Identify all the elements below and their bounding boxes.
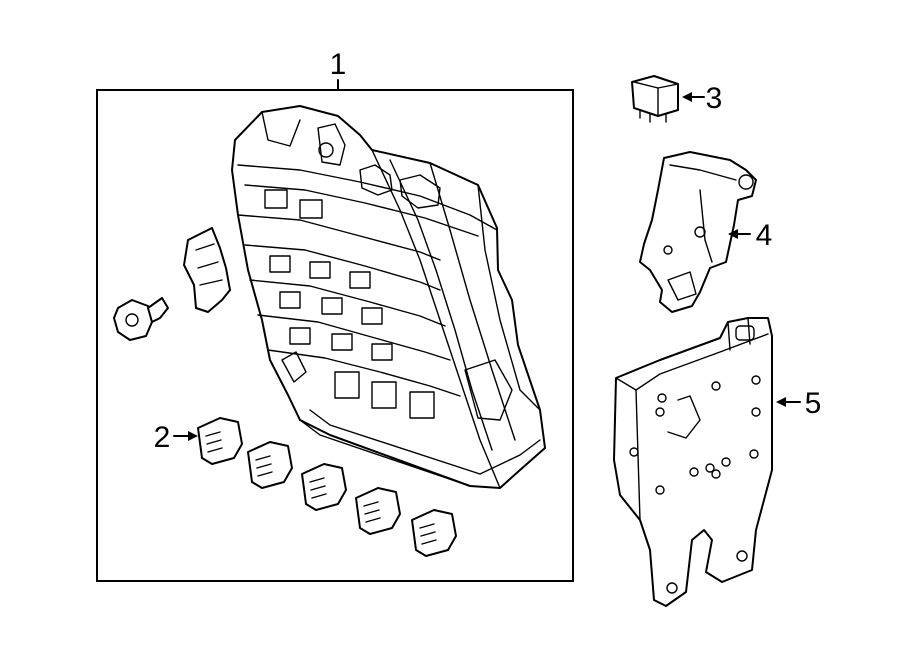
callout-5[interactable]: 5: [776, 387, 821, 420]
connector-2: [247, 441, 293, 489]
connector-3: [301, 463, 347, 511]
side-clip-icon[interactable]: [183, 227, 231, 313]
callout-2-label: 2: [154, 421, 171, 454]
callout-3[interactable]: 3: [682, 82, 722, 115]
connector-4: [355, 487, 401, 535]
callout-1-label: 1: [330, 48, 347, 81]
callout-4-label: 4: [756, 219, 773, 252]
callout-2[interactable]: 2: [154, 421, 198, 454]
callout-5-arrowhead: [776, 397, 786, 407]
callout-3-label: 3: [706, 82, 723, 115]
callout-4-arrowhead: [728, 229, 738, 239]
callout-3-arrowhead: [682, 92, 692, 102]
callout-1[interactable]: 1: [330, 48, 347, 91]
fuse-connector-icon[interactable]: [197, 417, 457, 557]
callout-5-label: 5: [805, 387, 822, 420]
control-module-icon[interactable]: [613, 317, 773, 607]
relay-icon[interactable]: [631, 75, 679, 123]
fuse-box-assembly-icon[interactable]: [231, 105, 546, 489]
callout-4[interactable]: 4: [728, 219, 772, 252]
mounting-bracket-icon[interactable]: [639, 151, 757, 313]
connector-1: [197, 417, 243, 465]
callout-2-arrowhead: [188, 431, 198, 441]
connector-5: [411, 509, 457, 557]
screw-icon[interactable]: [113, 297, 169, 341]
assembly-frame: [96, 89, 574, 582]
